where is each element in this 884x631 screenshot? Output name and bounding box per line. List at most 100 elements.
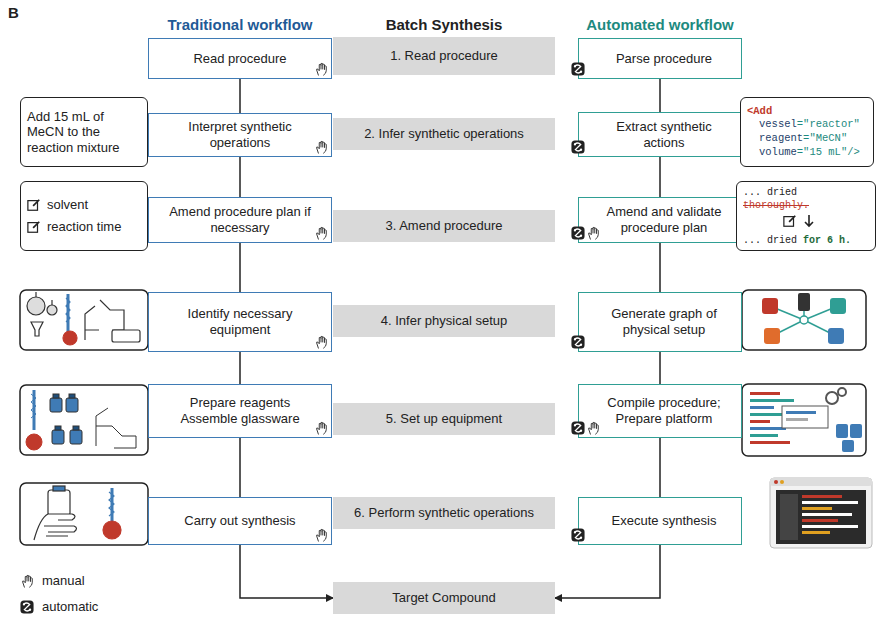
- edit-icon: [27, 198, 41, 212]
- procedure-text: ... dried: [743, 187, 797, 198]
- code-attr: vessel: [759, 118, 797, 130]
- stage-box: Target Compound: [333, 582, 555, 614]
- flow-connector: [659, 352, 661, 384]
- manual-icon: [314, 528, 328, 542]
- automatic-icon: [571, 62, 585, 76]
- automated-step-box: Extract synthetic actions: [578, 112, 742, 157]
- example-box: <Addvessel="reactor"reagent="MeCN"volume…: [740, 97, 874, 167]
- stage-label: 5. Set up equipment: [386, 411, 502, 427]
- automatic-icon: [20, 600, 34, 614]
- flow-connector: [659, 79, 661, 112]
- manual-step-box: Carry out synthesis: [148, 497, 332, 545]
- legend-text: automatic: [42, 599, 98, 614]
- automated-step-box: Amend and validate procedure plan: [578, 197, 742, 243]
- synthesis-illustration: [20, 483, 148, 545]
- edit-text: solvent: [47, 197, 88, 213]
- manual-step-box: Amend procedure plan if necessary: [148, 197, 332, 243]
- code-attr: reagent: [759, 132, 803, 144]
- stage-label: 2. Infer synthetic operations: [364, 126, 524, 142]
- automatic-icon: [571, 528, 585, 542]
- stage-label: 6. Perform synthetic operations: [354, 505, 534, 521]
- column-heading: Traditional workflow: [167, 16, 312, 33]
- code-line: reagent="MeCN": [747, 132, 847, 146]
- panel-letter: B: [8, 4, 19, 21]
- automated-step-box: Execute synthesis: [578, 497, 742, 545]
- manual-icon: [314, 140, 328, 154]
- step-label: Parse procedure: [616, 51, 712, 67]
- flow-connector: [239, 79, 241, 113]
- step-label: Identify necessary equipment: [169, 306, 311, 337]
- equipment-illustration: [20, 290, 148, 350]
- automatic-icon: [571, 226, 585, 240]
- automated-step-box: Parse procedure: [578, 38, 742, 79]
- step-label: Compile procedure;: [607, 395, 720, 411]
- stage-label: 3. Amend procedure: [385, 218, 502, 234]
- legend-text: manual: [42, 573, 85, 588]
- column-heading: Automated workflow: [586, 16, 734, 33]
- code-value: ="reactor": [797, 118, 860, 130]
- step-label: Read procedure: [193, 51, 286, 67]
- manual-icon: [314, 62, 328, 76]
- automatic-icon: [571, 335, 585, 349]
- stage-label: Target Compound: [392, 590, 495, 606]
- stage-label: 4. Infer physical setup: [381, 313, 507, 329]
- edit-text: reaction time: [47, 219, 121, 235]
- step-label: Amend procedure plan if necessary: [169, 204, 311, 235]
- flow-connector: [239, 157, 241, 197]
- flow-connector: [659, 243, 661, 292]
- step-label: Assemble glassware: [180, 411, 299, 427]
- flow-connector: [659, 157, 661, 197]
- stage-box: 3. Amend procedure: [333, 210, 555, 242]
- step-label: Carry out synthesis: [184, 513, 295, 529]
- example-box: ... dried thoroughly. ... dried for 6 h.: [736, 181, 876, 251]
- example-box: solvent reaction time: [20, 181, 148, 251]
- code-value: ="MeCN": [803, 132, 847, 144]
- flow-connector: [555, 545, 660, 598]
- execution-screen: [770, 478, 872, 548]
- procedure-line: ... dried for 6 h.: [743, 234, 851, 247]
- manual-step-box: Interpret synthetic operations: [148, 113, 332, 157]
- manual-step-box: Read procedure: [148, 38, 332, 79]
- step-label: Interpret synthetic operations: [169, 119, 311, 150]
- legend-item: manual: [20, 573, 85, 588]
- stage-box: 4. Infer physical setup: [333, 305, 555, 337]
- automated-step-box: Compile procedure;Prepare platform: [578, 384, 742, 438]
- flow-connector: [659, 438, 661, 497]
- code-tag: <Add: [747, 105, 772, 117]
- automatic-icon: [571, 421, 585, 435]
- step-label: Execute synthesis: [612, 513, 717, 529]
- edit-arrow-icon: [783, 214, 815, 232]
- code-line: vessel="reactor": [747, 118, 860, 132]
- manual-icon: [20, 574, 34, 588]
- code-line: volume="15 mL"/>: [747, 146, 860, 160]
- automated-step-box: Generate graph of physical setup: [578, 292, 742, 352]
- legend-item: automatic: [20, 599, 98, 614]
- reagents-illustration: [20, 385, 148, 455]
- step-label: Generate graph of physical setup: [603, 306, 725, 337]
- stage-label: 1. Read procedure: [390, 48, 498, 64]
- manual-step-box: Identify necessary equipment: [148, 292, 332, 352]
- compile-illustration: [742, 384, 866, 456]
- procedure-text: ... dried: [743, 235, 803, 246]
- code-line: <Add: [747, 105, 772, 119]
- automatic-icon: [571, 140, 585, 154]
- step-label: Add 15 mL of MeCN to the reaction mixtur…: [27, 109, 141, 156]
- flow-connector: [239, 438, 241, 497]
- stage-box: 5. Set up equipment: [333, 403, 555, 435]
- step-label: Prepare platform: [616, 411, 713, 427]
- flow-connector: [240, 545, 333, 598]
- manual-icon: [586, 226, 600, 240]
- manual-icon: [586, 421, 600, 435]
- removed-text: thoroughly.: [743, 200, 809, 211]
- step-label: Extract synthetic actions: [603, 119, 725, 150]
- stage-box: 1. Read procedure: [333, 37, 555, 75]
- flow-connector: [239, 243, 241, 292]
- edit-item: reaction time: [27, 219, 121, 235]
- graph-illustration: [742, 290, 866, 350]
- manual-icon: [314, 421, 328, 435]
- stage-box: 2. Infer synthetic operations: [333, 118, 555, 150]
- example-box: Add 15 mL of MeCN to the reaction mixtur…: [20, 97, 148, 167]
- column-heading: Batch Synthesis: [386, 16, 503, 33]
- edit-icon: [27, 220, 41, 234]
